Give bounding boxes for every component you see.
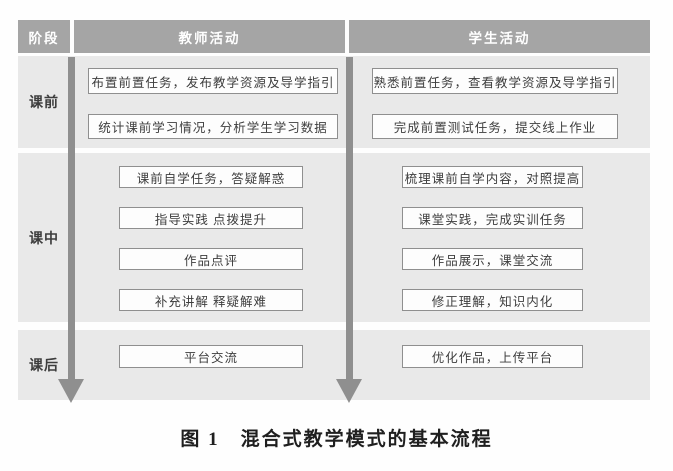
teacher-activity-box: 统计课前学习情况，分析学生学习数据 — [88, 114, 338, 139]
figure-caption: 图 1 混合式教学模式的基本流程 — [180, 429, 493, 450]
header-teacher-activities: 教师活动 — [74, 20, 345, 53]
teacher-activity-box: 补充讲解 释疑解难 — [119, 289, 303, 311]
teacher-activity-box: 布置前置任务，发布教学资源及导学指引 — [88, 68, 338, 94]
stage-label-after-class: 课后 — [29, 359, 59, 374]
arrow-shaft — [345, 57, 353, 379]
student-activity-box: 梳理课前自学内容，对照提高 — [402, 166, 583, 188]
student-activity-box: 完成前置测试任务，提交线上作业 — [372, 114, 618, 139]
teacher-activity-box: 平台交流 — [119, 345, 303, 368]
down-arrow-right-icon — [336, 57, 362, 403]
student-activity-box: 优化作品，上传平台 — [402, 345, 583, 368]
header-stage: 阶段 — [18, 20, 70, 53]
down-arrow-left-icon — [58, 57, 84, 403]
stage-label-during-class: 课中 — [29, 231, 59, 247]
teacher-activity-box: 课前自学任务，答疑解惑 — [119, 166, 303, 188]
student-activity-box: 修正理解，知识内化 — [402, 289, 583, 311]
teacher-activity-box: 作品点评 — [119, 248, 303, 270]
student-activity-box: 作品展示，课堂交流 — [402, 248, 583, 270]
student-activity-box: 课堂实践，完成实训任务 — [402, 207, 583, 229]
arrow-head — [336, 379, 362, 403]
header-student-activities: 学生活动 — [349, 20, 650, 53]
arrow-head — [58, 379, 84, 403]
teacher-activity-box: 指导实践 点拨提升 — [119, 207, 303, 229]
stage-label-before-class: 课前 — [29, 96, 59, 111]
arrow-shaft — [67, 57, 75, 379]
student-activity-box: 熟悉前置任务，查看教学资源及导学指引 — [372, 68, 618, 94]
